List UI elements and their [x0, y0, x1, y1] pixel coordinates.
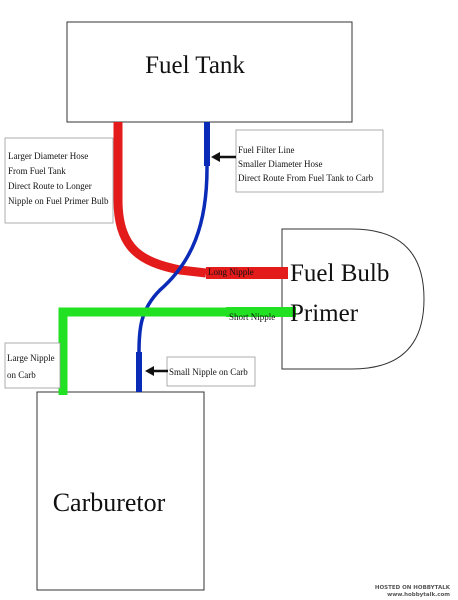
red-hose — [113, 122, 207, 278]
large-nipple-note-box — [4, 342, 61, 389]
larger-hose-note-line4: Nipple on Fuel Primer Bulb — [8, 196, 109, 206]
large-nipple-note-line1: Large Nipple — [7, 353, 55, 363]
short-nipple-label: Short Nipple — [229, 312, 275, 322]
fuel-tank-label: Fuel Tank — [145, 52, 245, 79]
blue-line-thick-segment — [136, 352, 142, 392]
carburetor-box — [36, 391, 205, 591]
filter-line-arrow-icon — [211, 152, 236, 162]
blue-line-top-segment — [204, 122, 210, 166]
small-nipple-note-line1: Small Nipple on Carb — [169, 367, 248, 377]
watermark-line1: HOSTED ON HOBBYTALK — [375, 585, 451, 591]
filter-line-note-line1: Fuel Filter Line — [238, 145, 295, 155]
short-nipple-green-segment — [226, 307, 296, 317]
long-nipple-red-segment — [206, 267, 288, 279]
watermark-line2: www.hobbytalk.com — [387, 592, 450, 598]
fuel-bulb-label-line2: Primer — [290, 300, 359, 327]
fuel-bulb-shape — [281, 228, 425, 370]
larger-hose-note-line2: From Fuel Tank — [8, 166, 66, 176]
carburetor-label: Carburetor — [53, 488, 166, 517]
long-nipple-label: Long Nipple — [208, 267, 254, 277]
larger-hose-note-line3: Direct Route to Longer — [8, 181, 92, 191]
filter-line-note-box — [235, 129, 384, 193]
small-nipple-note-box — [166, 356, 256, 387]
fuel-tank-box — [66, 21, 353, 123]
larger-hose-note-box — [4, 137, 114, 224]
filter-line-note-line2: Smaller Diameter Hose — [238, 159, 322, 169]
fuel-bulb-label-line1: Fuel Bulb — [290, 260, 389, 287]
larger-hose-note-line1: Larger Diameter Hose — [8, 151, 88, 161]
blue-fuel-filter-line — [137, 122, 209, 392]
filter-line-note-line3: Direct Route From Fuel Tank to Carb — [238, 173, 374, 183]
large-nipple-note-line2: on Carb — [7, 370, 36, 380]
small-nipple-arrow-icon — [145, 366, 168, 376]
